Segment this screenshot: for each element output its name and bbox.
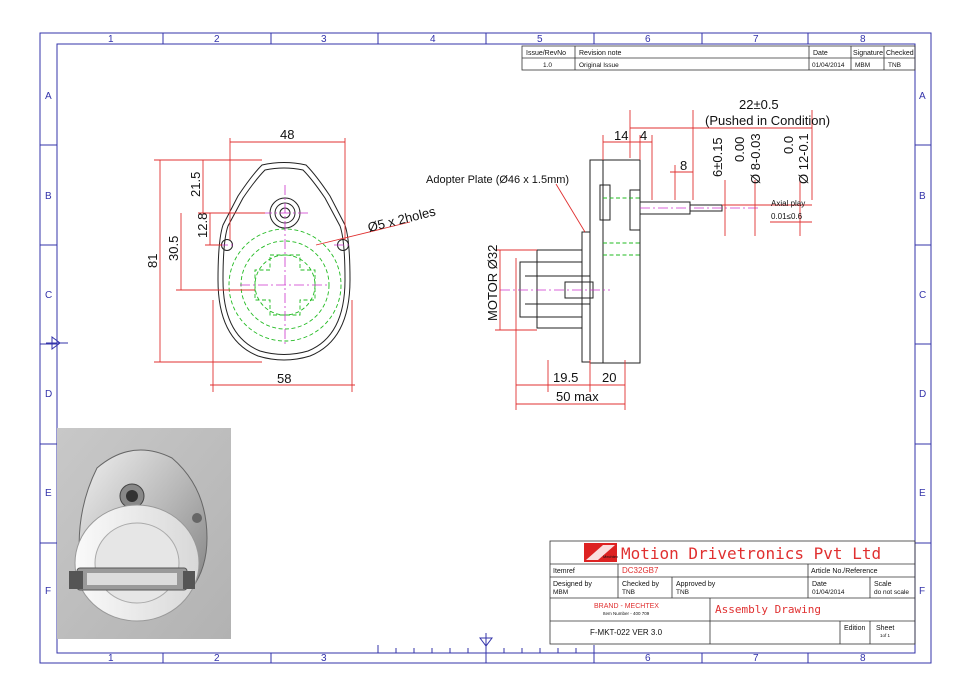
article-label: Article No./Reference [811, 568, 878, 575]
rev-header-date: Date [813, 50, 828, 57]
front-view [217, 162, 352, 361]
scale-label: Scale [874, 581, 892, 588]
checked-by-label: Checked by [622, 581, 659, 588]
company-name: Motion Drivetronics Pvt Ltd [621, 544, 881, 563]
title-block [549, 540, 916, 645]
dim-side-22: 22±0.5 [739, 97, 779, 112]
scale-value: do not scale [874, 589, 909, 596]
side-view [500, 159, 760, 364]
zone-col-1-bottom: 1 [108, 653, 114, 664]
dim-side-4: 4 [640, 128, 647, 143]
rev-cell-issue: 1.0 [543, 62, 552, 69]
zone-col-5: 5 [537, 34, 543, 45]
dim-side-20: 20 [602, 370, 616, 385]
zone-col-2-bottom: 2 [214, 653, 220, 664]
dim-side-8: 8 [680, 158, 687, 173]
zone-col-7-bottom: 7 [753, 653, 759, 664]
zone-col-2: 2 [214, 34, 220, 45]
dim-front-height-81: 81 [145, 254, 160, 268]
designed-by-value: MBM [553, 589, 568, 596]
zone-row-d-right: D [919, 389, 926, 400]
dim-side-boss-dia-b: Ø 12-0.1 [796, 133, 811, 184]
dim-side-axial-play-value: 0.01≤0.6 [771, 212, 803, 221]
rev-header-note: Revision note [579, 50, 622, 57]
approved-by-value: TNB [676, 589, 689, 596]
dim-side-condition: (Pushed in Condition) [705, 113, 830, 128]
rev-cell-checked: TNB [888, 62, 901, 69]
checked-by-value: TNB [622, 589, 635, 596]
zone-row-c-right: C [919, 290, 926, 301]
itemref-value: DC32GB7 [622, 566, 659, 575]
zone-row-e: E [45, 488, 52, 499]
zone-row-b: B [45, 191, 52, 202]
zone-col-6-bottom: 6 [645, 653, 651, 664]
dim-side-50-max: 50 max [556, 389, 599, 404]
edition-label: Edition [844, 625, 866, 632]
doc-number: F-MKT-022 VER 3.0 [590, 628, 663, 637]
dim-front-30-5: 30.5 [166, 236, 181, 261]
dim-side-boss-dia-a: 0.0 [781, 136, 796, 154]
rev-cell-date: 01/04/2014 [812, 62, 845, 69]
dim-front-12-8: 12.8 [195, 213, 210, 238]
zone-col-8: 8 [860, 34, 866, 45]
date-label: Date [812, 581, 827, 588]
adopter-plate-label: Adopter Plate (Ø46 x 1.5mm) [426, 174, 569, 186]
zone-row-d: D [45, 389, 52, 400]
dim-front-holes: Ø5 x 2holes [366, 203, 437, 234]
revision-table: Issue/RevNo Revision note Date Signature… [521, 45, 916, 71]
company-logo-text: Mechtex [603, 554, 618, 559]
dim-side-14: 14 [614, 128, 628, 143]
zone-col-3: 3 [321, 34, 327, 45]
rev-header-checked: Checked [886, 50, 914, 57]
itemref-label: Itemref [553, 568, 575, 575]
brand-label: BRAND - MECHTEX [594, 603, 659, 610]
approved-by-label: Approved by [676, 581, 716, 588]
zone-col-1: 1 [108, 34, 114, 45]
zone-row-b-right: B [919, 191, 926, 202]
center-mark-left [46, 336, 68, 350]
side-dimensions [495, 110, 813, 410]
dim-front-21-5: 21.5 [188, 172, 203, 197]
dim-side-shaft-dia-a: 0.00 [732, 137, 747, 162]
zone-col-6: 6 [645, 34, 651, 45]
dim-side-motor: MOTOR Ø32 [485, 245, 500, 321]
front-dimensions [154, 138, 411, 392]
designed-by-label: Designed by [553, 581, 592, 588]
scale-ruler [377, 633, 595, 663]
zone-row-c: C [45, 290, 52, 301]
zone-col-8-bottom: 8 [860, 653, 866, 664]
dim-front-width-48: 48 [280, 127, 294, 142]
zone-row-e-right: E [919, 488, 926, 499]
dim-side-shaft-dia-b: Ø 8-0.03 [748, 133, 763, 184]
rev-header-signature: Signature [853, 50, 883, 57]
zone-row-f-right: F [919, 586, 925, 597]
dim-front-width-58: 58 [277, 371, 291, 386]
product-photo [57, 428, 231, 639]
zone-col-3-bottom: 3 [321, 653, 327, 664]
zone-row-a: A [45, 91, 52, 102]
sheet-value: 1of 1 [880, 633, 891, 638]
zone-col-4: 4 [430, 34, 436, 45]
dim-side-axial-play-label: Axial play [771, 199, 805, 208]
sheet-label: Sheet [876, 625, 894, 632]
zone-col-7: 7 [753, 34, 759, 45]
item-number: Item Number - 400 709 [603, 611, 650, 616]
rev-header-issue: Issue/RevNo [526, 50, 566, 57]
drawing-title: Assembly Drawing [715, 603, 821, 616]
zone-row-a-right: A [919, 91, 926, 102]
dim-side-19-5: 19.5 [553, 370, 578, 385]
date-value: 01/04/2014 [812, 589, 845, 596]
zone-row-f: F [45, 586, 51, 597]
dim-side-shaft-flat: 6±0.15 [710, 137, 725, 177]
rev-cell-signature: MBM [855, 62, 870, 69]
rev-cell-note: Original Issue [579, 62, 619, 69]
